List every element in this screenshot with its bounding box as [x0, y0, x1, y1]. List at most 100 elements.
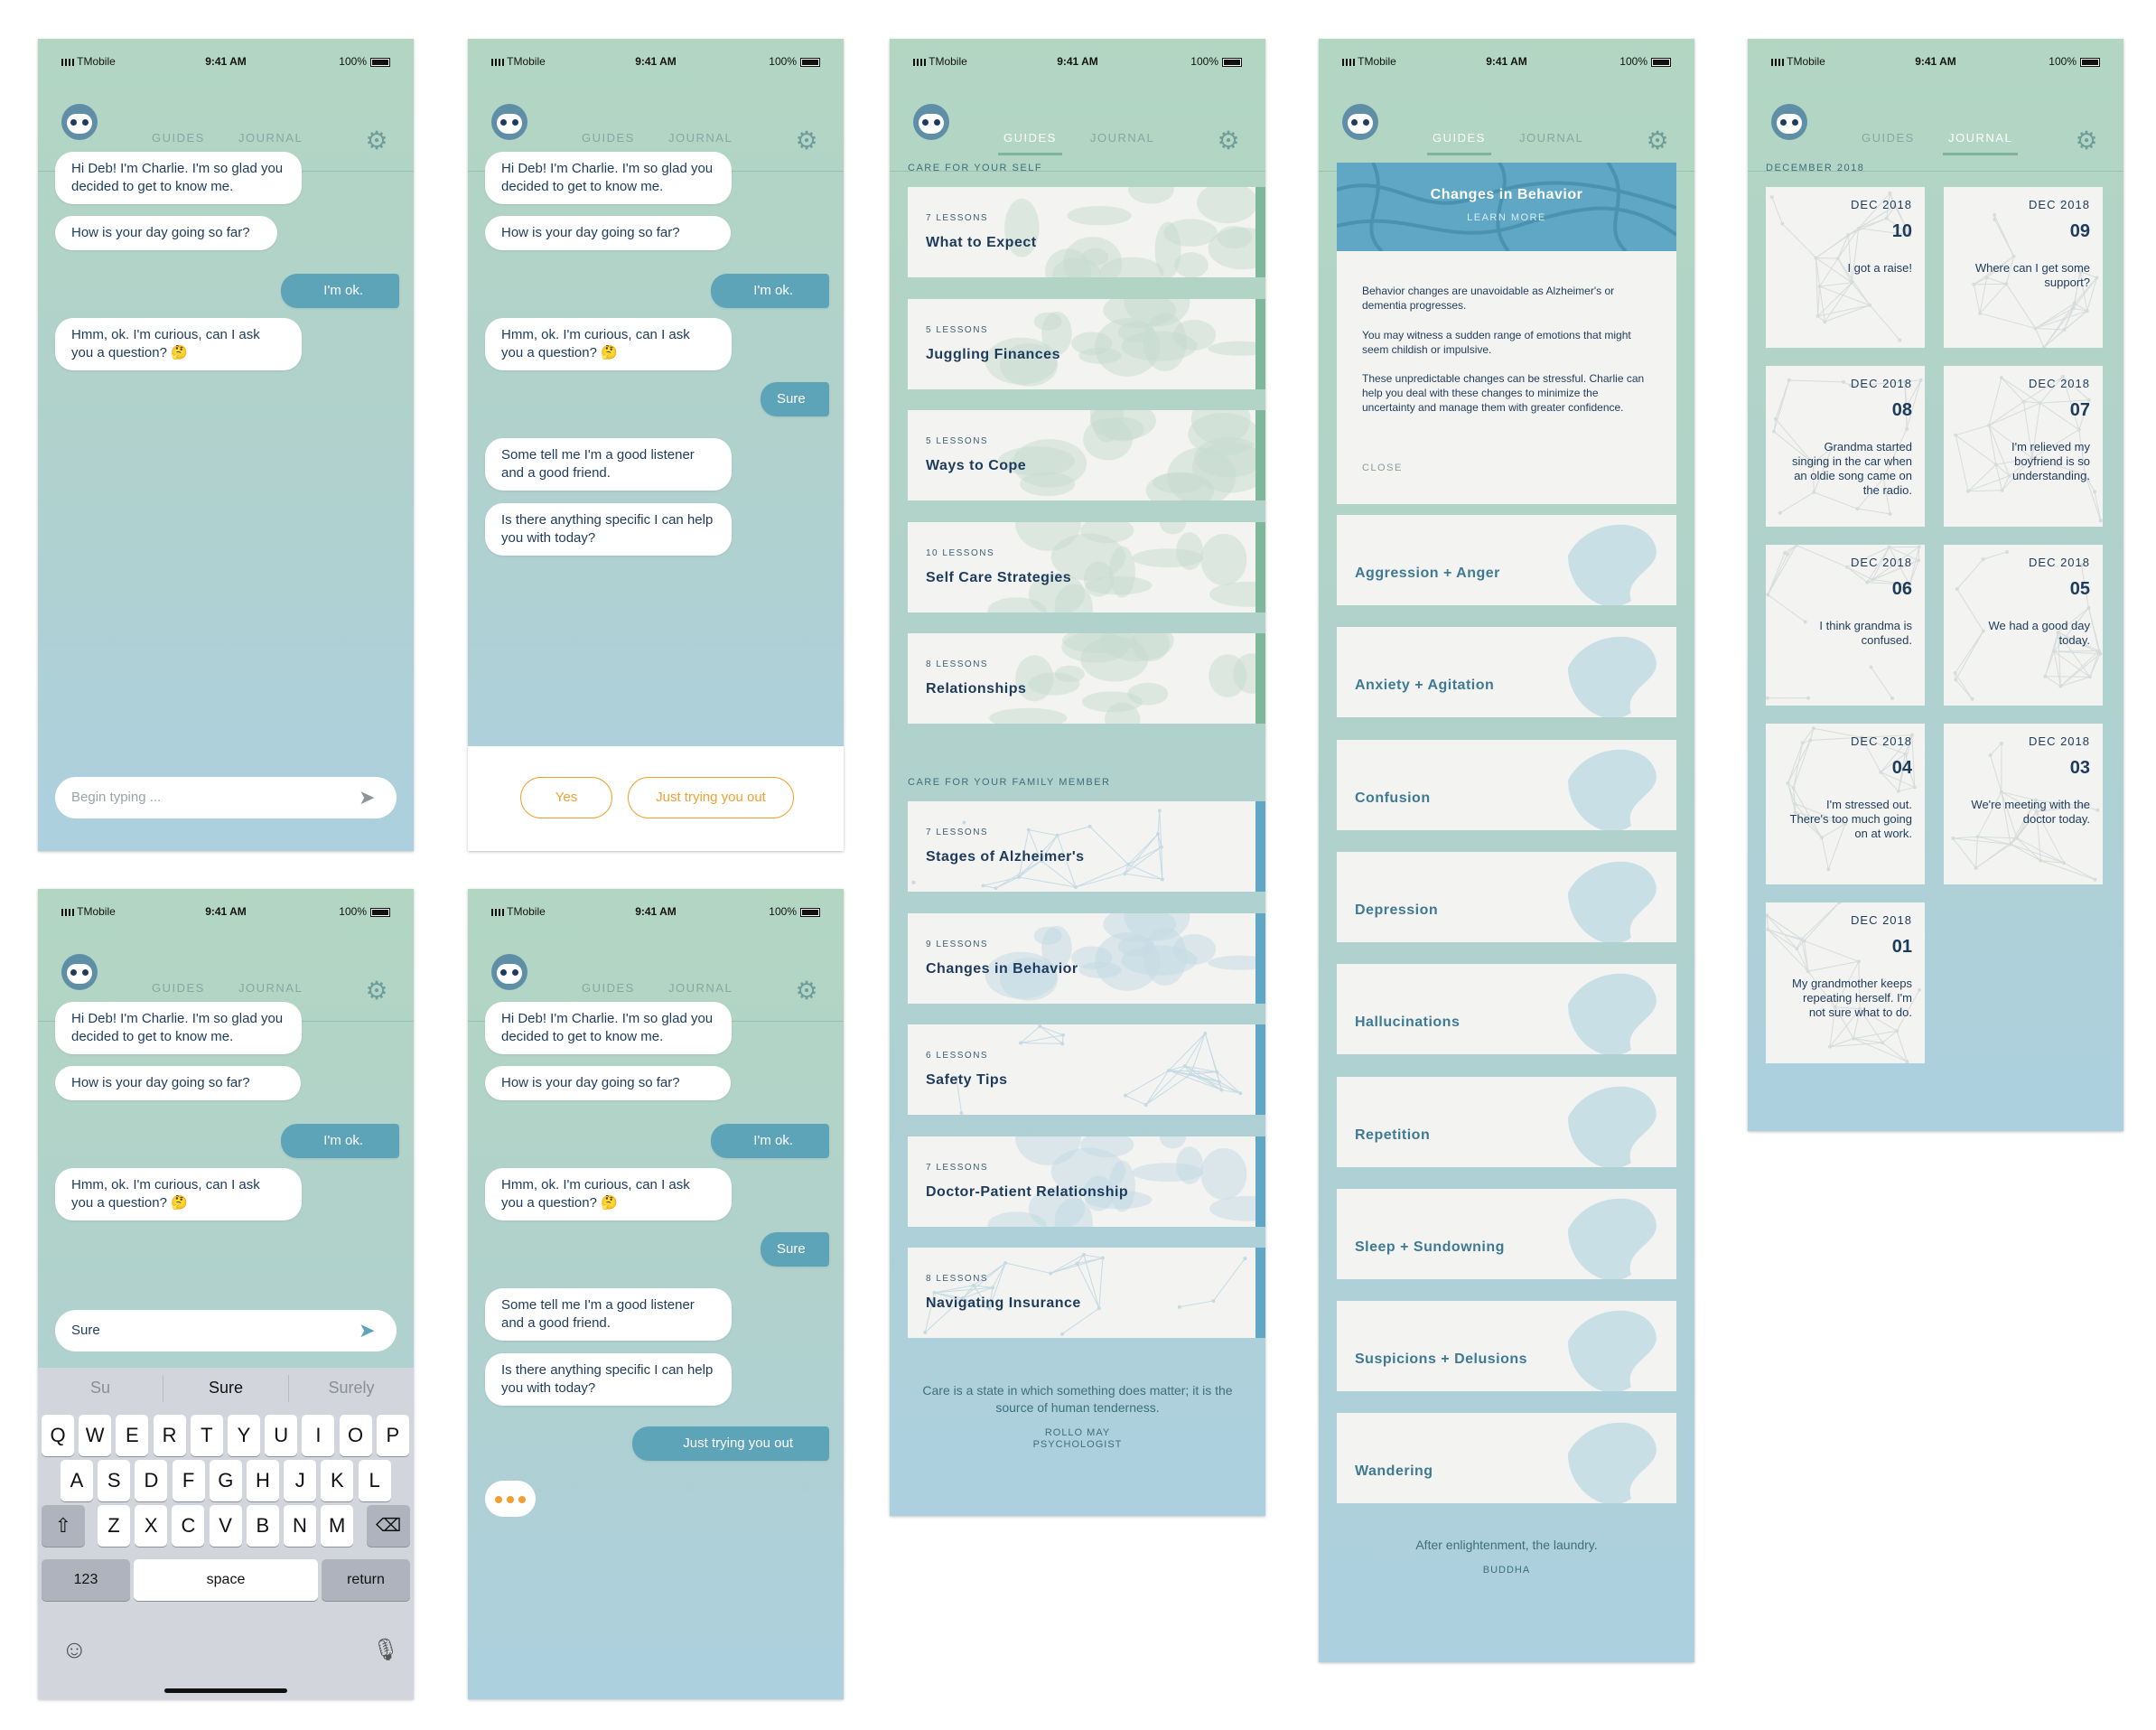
tab-guides[interactable]: GUIDES — [152, 981, 205, 995]
owl-avatar-icon[interactable] — [61, 954, 98, 990]
key-o[interactable]: O — [339, 1415, 372, 1456]
key-v[interactable]: V — [209, 1505, 242, 1547]
tab-guides[interactable]: GUIDES — [582, 131, 635, 145]
owl-avatar-icon[interactable] — [491, 954, 527, 990]
reply-yes-button[interactable]: Yes — [520, 777, 612, 818]
key-y[interactable]: Y — [228, 1415, 260, 1456]
key-z[interactable]: Z — [98, 1505, 130, 1547]
topic-card[interactable]: Suspicions + Delusions — [1337, 1301, 1676, 1392]
topic-card[interactable]: Aggression + Anger — [1337, 515, 1676, 605]
topic-card[interactable]: Repetition — [1337, 1076, 1676, 1167]
reply-trying-button[interactable]: Just trying you out — [628, 777, 794, 818]
key-d[interactable]: D — [135, 1460, 168, 1501]
key-q[interactable]: Q — [42, 1415, 74, 1456]
key-r[interactable]: R — [153, 1415, 186, 1456]
key-l[interactable]: L — [358, 1460, 391, 1501]
return-key[interactable]: return — [322, 1559, 410, 1601]
tab-journal[interactable]: JOURNAL — [1090, 131, 1155, 145]
owl-avatar-icon[interactable] — [1342, 104, 1378, 140]
tab-guides[interactable]: GUIDES — [1427, 131, 1491, 155]
key-x[interactable]: X — [135, 1505, 168, 1547]
gear-icon[interactable]: ⚙ — [795, 126, 818, 154]
tab-journal[interactable]: JOURNAL — [668, 981, 733, 995]
key-t[interactable]: T — [190, 1415, 223, 1456]
topic-card[interactable]: Confusion — [1337, 739, 1676, 830]
key-s[interactable]: S — [98, 1460, 131, 1501]
send-icon[interactable]: ➤ — [359, 786, 376, 809]
owl-avatar-icon[interactable] — [913, 104, 949, 140]
tab-journal[interactable]: JOURNAL — [668, 131, 733, 145]
space-key[interactable]: space — [134, 1559, 318, 1601]
key-m[interactable]: M — [321, 1505, 354, 1547]
key-u[interactable]: U — [265, 1415, 298, 1456]
key-i[interactable]: I — [302, 1415, 335, 1456]
key-j[interactable]: J — [284, 1460, 317, 1501]
owl-avatar-icon[interactable] — [61, 104, 98, 140]
key-f[interactable]: F — [172, 1460, 205, 1501]
key-k[interactable]: K — [321, 1460, 354, 1501]
topic-card[interactable]: Sleep + Sundowning — [1337, 1188, 1676, 1279]
suggestion-item[interactable]: Su — [89, 1379, 111, 1397]
owl-avatar-icon[interactable] — [1771, 104, 1807, 140]
topic-card[interactable]: Wandering — [1337, 1413, 1676, 1504]
gear-icon[interactable]: ⚙ — [365, 977, 388, 1005]
tab-journal[interactable]: JOURNAL — [1942, 131, 2019, 155]
close-button[interactable]: CLOSE — [1362, 463, 1403, 473]
learn-more-link[interactable]: LEARN MORE — [1467, 212, 1546, 223]
key-g[interactable]: G — [209, 1460, 242, 1501]
key-b[interactable]: B — [246, 1505, 279, 1547]
tab-journal[interactable]: JOURNAL — [238, 131, 303, 145]
tab-guides[interactable]: GUIDES — [582, 981, 635, 995]
delete-icon[interactable]: ⌫ — [367, 1505, 410, 1547]
key-c[interactable]: C — [172, 1505, 205, 1547]
key-n[interactable]: N — [284, 1505, 316, 1547]
topic-card[interactable]: Hallucinations — [1337, 964, 1676, 1055]
shift-icon[interactable]: ⇧ — [42, 1505, 85, 1547]
tab-guides[interactable]: GUIDES — [998, 131, 1062, 155]
topic-card[interactable]: Depression — [1337, 851, 1676, 942]
gear-icon[interactable]: ⚙ — [795, 977, 818, 1005]
gear-icon[interactable]: ⚙ — [2075, 126, 2098, 154]
gear-icon[interactable]: ⚙ — [1217, 126, 1240, 154]
tab-guides[interactable]: GUIDES — [1862, 131, 1915, 145]
tab-journal[interactable]: JOURNAL — [1519, 131, 1584, 145]
gear-icon[interactable]: ⚙ — [1646, 126, 1669, 154]
key-a[interactable]: A — [61, 1460, 93, 1501]
emoji-icon[interactable]: ☺ — [61, 1635, 88, 1663]
key-p[interactable]: P — [376, 1415, 409, 1456]
gear-icon[interactable]: ⚙ — [365, 126, 388, 154]
key-e[interactable]: E — [116, 1415, 149, 1456]
owl-avatar-icon[interactable] — [491, 104, 527, 140]
numbers-key[interactable]: 123 — [42, 1559, 130, 1601]
suggestion-item[interactable]: Surely — [328, 1379, 375, 1397]
message-input[interactable]: Sure ➤ — [55, 1310, 397, 1351]
send-icon[interactable]: ➤ — [359, 1319, 376, 1342]
tab-journal[interactable]: JOURNAL — [238, 981, 303, 995]
message-input[interactable]: Begin typing ... ➤ — [55, 777, 397, 818]
key-w[interactable]: W — [79, 1415, 112, 1456]
microphone-icon[interactable]: 🎙 — [372, 1638, 400, 1662]
key-h[interactable]: H — [247, 1460, 279, 1501]
tab-guides[interactable]: GUIDES — [152, 131, 205, 145]
topic-card[interactable]: Anxiety + Agitation — [1337, 627, 1676, 718]
suggestion-item[interactable]: Sure — [208, 1379, 244, 1397]
